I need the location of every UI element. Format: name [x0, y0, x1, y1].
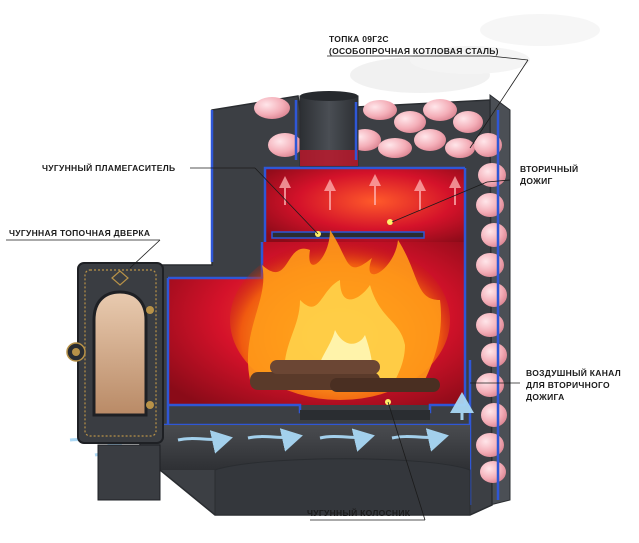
base-arch	[214, 458, 471, 516]
smoke	[350, 14, 600, 93]
secondary-burn-point-2	[387, 219, 393, 225]
label-air-channel: ВОЗДУШНЫЙ КАНАЛ ДЛЯ ВТОРИЧНОГО ДОЖИГА	[526, 367, 621, 403]
ash-pit	[160, 425, 470, 470]
flame-spreader-plate	[271, 231, 425, 239]
grate	[300, 410, 430, 420]
label-secondary-burn: ВТОРИЧНЫЙ ДОЖИГ	[520, 163, 578, 187]
upper-chamber	[265, 168, 465, 242]
leader-lines	[6, 55, 529, 521]
firewood-logs	[250, 360, 440, 392]
label-air-line3: ДОЖИГА	[526, 392, 565, 402]
label-firebox-line1: ТОПКА 09Г2С	[329, 34, 389, 44]
label-secondary-line2: ДОЖИГ	[520, 176, 553, 186]
label-air-line2: ДЛЯ ВТОРИЧНОГО	[526, 380, 610, 390]
label-grate: ЧУГУННЫЙ КОЛОСНИК	[307, 508, 411, 518]
label-firebox-line2: (ОСОБОПРОЧНАЯ КОТЛОВАЯ СТАЛЬ)	[329, 46, 499, 56]
door-frame-base	[97, 444, 161, 501]
door-handle[interactable]	[66, 342, 86, 362]
label-flame-spreader: ЧУГУННЫЙ ПЛАМЕГАСИТЕЛЬ	[42, 163, 176, 173]
label-fire-door: ЧУГУННАЯ ТОПОЧНАЯ ДВЕРКА	[9, 228, 151, 238]
hot-air-arrows	[279, 174, 461, 210]
label-firebox: ТОПКА 09Г2С (ОСОБОПРОЧНАЯ КОТЛОВАЯ СТАЛЬ…	[329, 33, 499, 57]
fire-door[interactable]	[77, 262, 164, 444]
label-secondary-line1: ВТОРИЧНЫЙ	[520, 164, 579, 174]
label-air-line1: ВОЗДУШНЫЙ КАНАЛ	[526, 368, 621, 378]
chimney	[299, 91, 359, 167]
